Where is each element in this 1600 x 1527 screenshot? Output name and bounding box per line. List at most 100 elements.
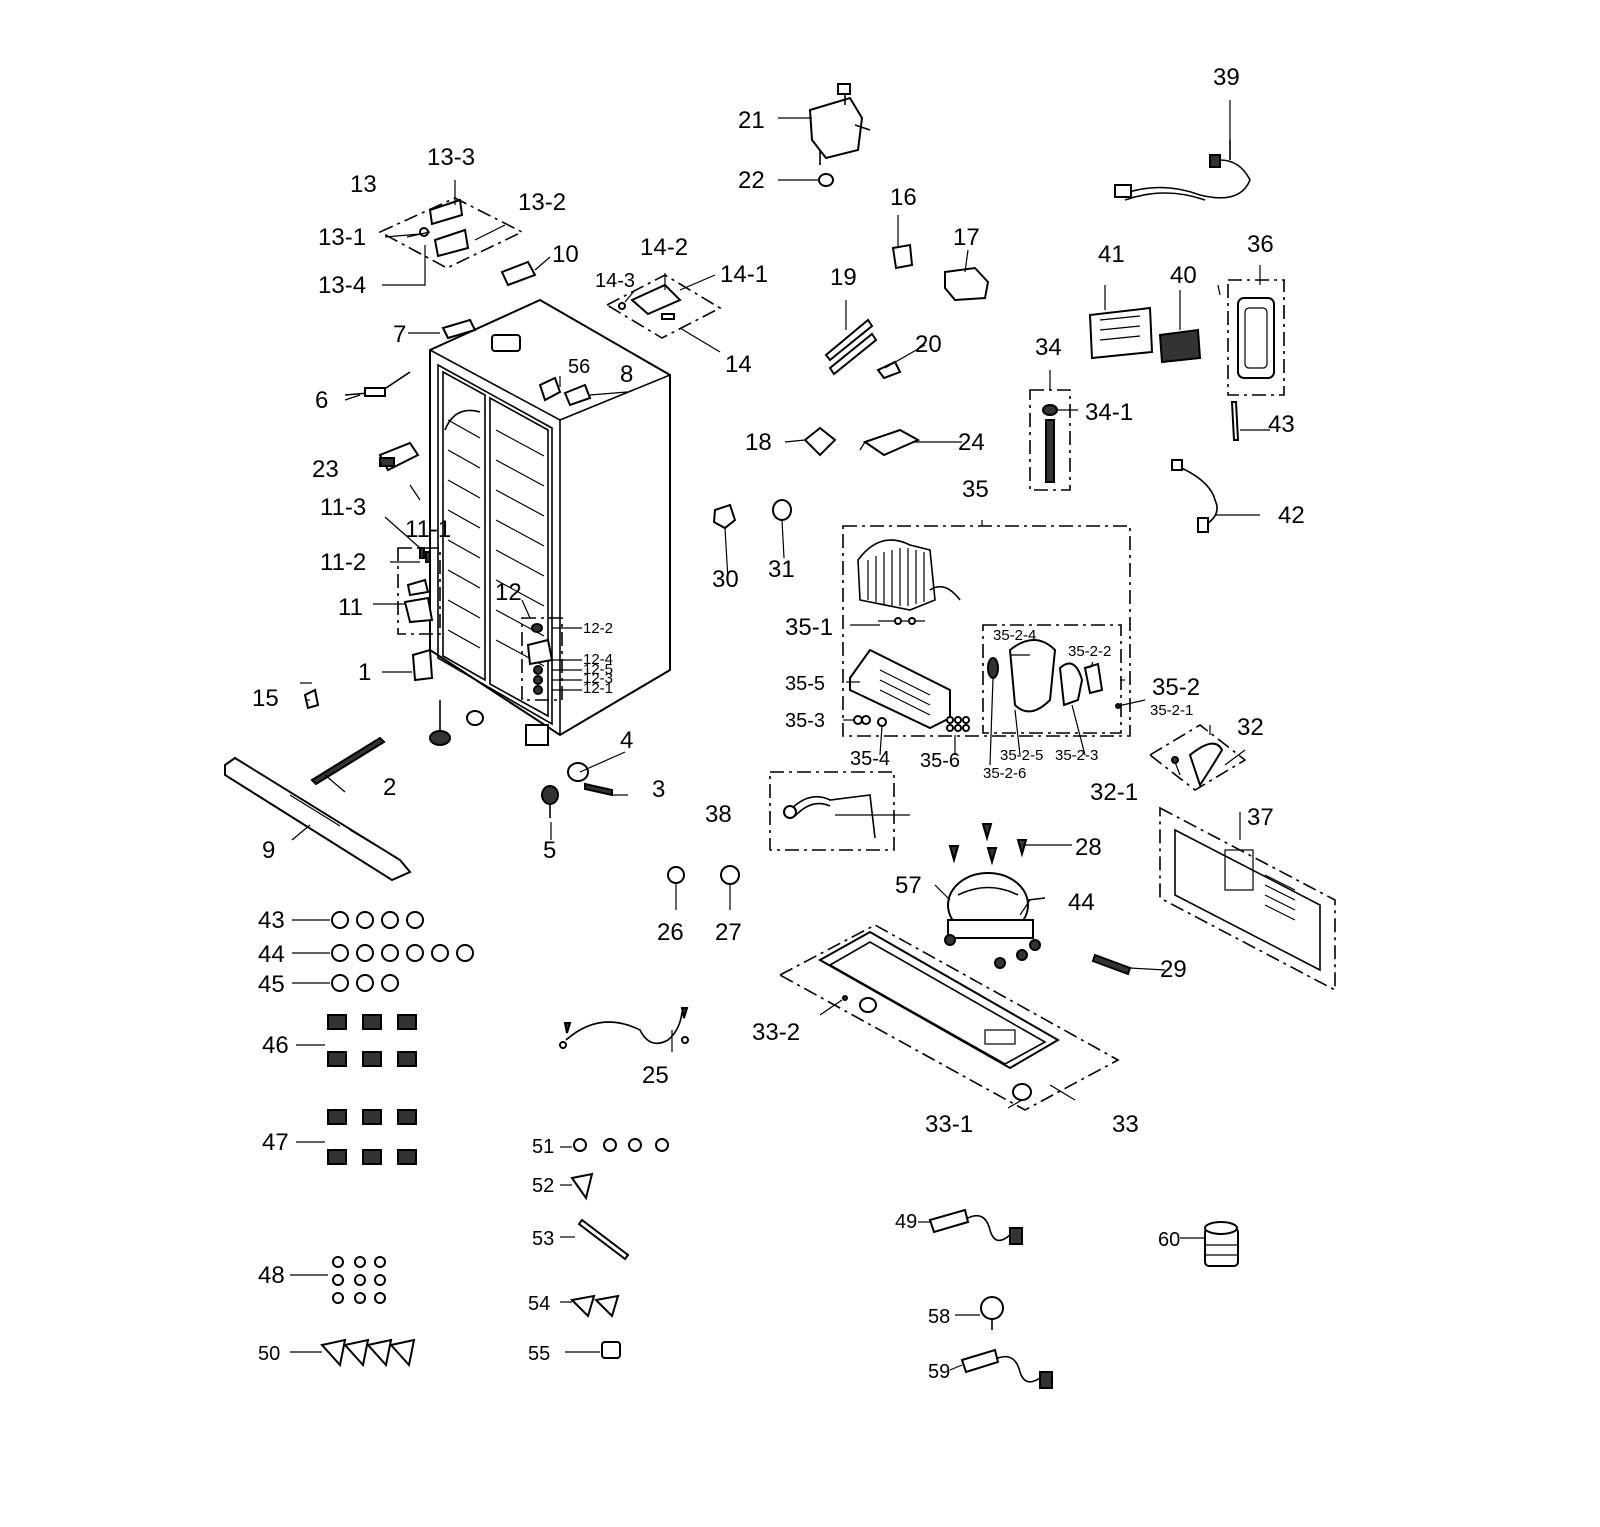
callout-11-1: 11-1	[405, 516, 451, 543]
callout-14: 14	[725, 351, 752, 378]
part-16-clip	[891, 243, 914, 270]
callout-31: 31	[768, 556, 795, 583]
callout-35-3: 35-3	[785, 710, 825, 732]
callout-33: 33	[1112, 1111, 1139, 1138]
callout-44-compressor: 44	[1068, 889, 1095, 916]
part-44-screw-group	[331, 944, 474, 962]
callout-12-1: 12-1	[583, 680, 613, 697]
part-26-grommet	[667, 866, 685, 884]
callout-24: 24	[958, 429, 985, 456]
callout-19: 19	[830, 264, 857, 291]
part-25-ground-wire	[559, 1007, 689, 1049]
part-33-base-plate	[778, 924, 1120, 1111]
assembly-12	[521, 617, 563, 701]
part-36-cover	[1227, 279, 1285, 396]
callout-29: 29	[1160, 956, 1187, 983]
part-7-hinge	[441, 318, 477, 340]
part-27-grommet	[720, 865, 740, 885]
callout-18: 18	[745, 429, 772, 456]
part-20-fitting	[876, 360, 902, 380]
callout-6: 6	[315, 387, 328, 414]
callout-30: 30	[712, 566, 739, 593]
callout-55: 55	[528, 1343, 550, 1365]
part-30-bushing	[712, 503, 737, 530]
part-48-clip-group	[332, 1256, 386, 1304]
part-29-spring	[1091, 953, 1132, 976]
part-55-spacer	[601, 1341, 621, 1359]
part-4-roller	[567, 762, 589, 782]
part-59-sensor	[960, 1348, 1053, 1389]
callout-44: 44	[258, 941, 285, 968]
callout-21: 21	[738, 107, 765, 134]
callout-35-2: 35-2	[1152, 674, 1200, 701]
part-45-screw-group	[331, 974, 399, 992]
callout-58: 58	[928, 1306, 950, 1328]
callout-25: 25	[642, 1062, 669, 1089]
part-52-rivet	[570, 1172, 594, 1201]
assembly-11	[397, 547, 441, 635]
part-50-rivet-group	[320, 1338, 416, 1368]
refrigerator-cabinet	[429, 298, 671, 737]
part-23-bracket	[378, 441, 420, 472]
callout-35-5: 35-5	[785, 673, 825, 695]
callout-12-2: 12-2	[583, 620, 613, 637]
callout-12: 12	[495, 579, 522, 606]
part-32-fan-blade	[1148, 724, 1247, 791]
part-1-hinge-lower	[411, 648, 434, 682]
callout-9: 9	[262, 837, 275, 864]
callout-53: 53	[532, 1228, 554, 1250]
callout-33-2: 33-2	[752, 1019, 800, 1046]
callout-49: 49	[895, 1211, 917, 1233]
assembly-13	[378, 197, 524, 269]
part-47-bolt-group	[327, 1109, 417, 1165]
part-6-sensor	[344, 371, 411, 397]
part-17-bracket	[944, 266, 990, 302]
callout-26: 26	[657, 919, 684, 946]
part-8-clip	[563, 383, 592, 407]
callout-3: 3	[652, 776, 665, 803]
callout-8: 8	[620, 361, 633, 388]
leader-lines	[290, 100, 1270, 1371]
callout-13-2: 13-2	[518, 189, 566, 216]
callout-12-4: 12-4	[583, 651, 613, 668]
part-35-3-screws	[853, 715, 887, 727]
callout-13-4: 13-4	[318, 272, 366, 299]
part-28-screws	[948, 823, 1028, 866]
callout-59: 59	[928, 1361, 950, 1383]
callout-11-3: 11-3	[320, 494, 366, 521]
callout-42: 42	[1278, 502, 1305, 529]
part-15-screw	[303, 688, 320, 710]
part-35-6-screws	[946, 716, 970, 732]
callout-45: 45	[258, 971, 285, 998]
callout-35-2-4: 35-2-4	[993, 627, 1036, 644]
callout-14-1: 14-1	[720, 261, 768, 288]
callout-13-3: 13-3	[427, 144, 475, 171]
part-18-block	[803, 426, 837, 457]
callout-39: 39	[1213, 64, 1240, 91]
callout-15: 15	[252, 685, 279, 712]
part-35-2-fan-assembly	[987, 639, 1121, 713]
callout-4: 4	[620, 727, 633, 754]
part-51-screw-group	[573, 1138, 669, 1152]
part-49-sensor	[928, 1208, 1023, 1245]
callout-13: 13	[350, 171, 377, 198]
callout-60: 60	[1158, 1229, 1180, 1251]
assembly-35-condenser-fan	[842, 525, 1131, 737]
part-5-foot	[541, 785, 559, 818]
callout-35: 35	[962, 476, 989, 503]
part-39-wire-harness	[1114, 140, 1251, 201]
part-40-sub-pcb	[1158, 328, 1202, 364]
callout-43-rod: 43	[1268, 411, 1295, 438]
callout-40: 40	[1170, 262, 1197, 289]
callout-34: 34	[1035, 334, 1062, 361]
callout-20: 20	[915, 331, 942, 358]
callout-7: 7	[393, 321, 406, 348]
callout-12-3: 12-3	[583, 670, 613, 687]
callout-2: 2	[383, 774, 396, 801]
part-60-container	[1204, 1221, 1239, 1267]
callout-22: 22	[738, 167, 765, 194]
callout-35-2-2: 35-2-2	[1068, 643, 1111, 660]
callout-54: 54	[528, 1293, 550, 1315]
callout-11: 11	[338, 594, 363, 621]
part-43-screw-group	[331, 911, 424, 929]
